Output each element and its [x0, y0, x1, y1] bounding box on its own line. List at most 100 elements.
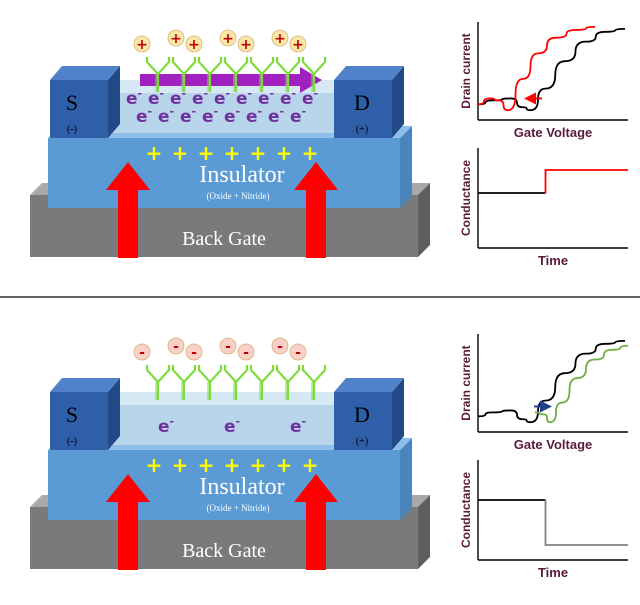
analyte-charge-sign: - [173, 339, 179, 355]
analyte-charge-sign: - [191, 345, 197, 361]
insulator-side [400, 126, 412, 208]
electron-symbol: e [290, 107, 302, 127]
analyte-charge-circle [271, 29, 289, 47]
gate-positive-charge: + [172, 141, 189, 165]
electron-icon: e- [158, 105, 174, 127]
analyte-charge-sign: - [139, 345, 145, 361]
electron-symbol: e [192, 89, 204, 109]
analyte-charge-circle [289, 35, 307, 53]
electron-icon: e- [224, 415, 240, 437]
electron-superscript: - [235, 415, 240, 428]
drain-electrode-side [392, 378, 404, 450]
electron-symbol: e [170, 89, 182, 109]
electron-symbol: e [258, 89, 270, 109]
antibody-arm-left [145, 57, 159, 75]
electron-superscript: - [191, 105, 196, 118]
gate-positive-charge: + [302, 453, 319, 477]
electron-icon: e- [268, 105, 284, 127]
electron-symbol: e [158, 107, 170, 127]
electron-icon: e- [202, 105, 218, 127]
analyte-charge-sign: - [225, 339, 231, 355]
graph-y-label: Drain current [459, 345, 473, 420]
analyte-charge-sign: + [188, 37, 200, 53]
semiconductor-channel [100, 93, 334, 133]
antibody-arm-left [223, 365, 237, 383]
electron-icon: e- [126, 87, 142, 109]
analyte-charge-circle [219, 29, 237, 47]
electron-symbol: e [224, 417, 236, 437]
electron-superscript: - [291, 87, 296, 100]
gate-positive-charge: + [172, 453, 189, 477]
analyte-charge-circle [185, 35, 203, 53]
back-gate-side [418, 495, 430, 569]
gate-positive-charge: + [198, 141, 215, 165]
antibody-arm-left [223, 57, 237, 75]
electron-symbol: e [302, 89, 314, 109]
gate-positive-charge: + [276, 141, 293, 165]
electron-symbol: e [180, 107, 192, 127]
electron-superscript: - [301, 415, 306, 428]
antibody-arm-right [261, 365, 275, 383]
gate-positive-charge: + [224, 141, 241, 165]
graph-series-line [477, 27, 626, 112]
electron-icon: e- [192, 87, 208, 109]
graph-x-label: Time [538, 565, 568, 580]
antibody-arm-left [249, 365, 263, 383]
gate-positive-charge: + [276, 453, 293, 477]
electron-symbol: e [126, 89, 138, 109]
antibody-icon [275, 57, 301, 92]
antibody-arm-left [171, 365, 185, 383]
antibody-arm-left [301, 57, 315, 75]
electron-superscript: - [169, 105, 174, 118]
electron-symbol: e [268, 107, 280, 127]
electron-superscript: - [279, 105, 284, 118]
analyte-charge-circle [167, 29, 185, 47]
antibody-arm-right [183, 57, 197, 75]
insulator-side [400, 438, 412, 520]
graph-series-line [544, 500, 628, 546]
source-label: S [66, 402, 78, 427]
electron-icon: e- [214, 87, 230, 109]
electron-icon: e- [180, 105, 196, 127]
electron-superscript: - [137, 87, 142, 100]
electron-icon: e- [148, 87, 164, 109]
electron-icon: e- [170, 87, 186, 109]
electron-symbol: e [148, 89, 160, 109]
back-gate-label: Back Gate [182, 228, 266, 250]
insulator-sublabel: (Oxide + Nitride) [206, 503, 269, 513]
field-arrow-left [106, 162, 150, 258]
graph-series-line [477, 339, 626, 424]
source-electrode-side [108, 378, 120, 450]
analyte-charge-sign: + [274, 31, 286, 47]
antibody-arm-right [235, 365, 249, 383]
electron-icon: e- [236, 87, 252, 109]
electron-icon: e- [290, 415, 306, 437]
antibody-arm-left [275, 365, 289, 383]
antibody-arm-right [287, 365, 301, 383]
antibody-arm-left [249, 57, 263, 75]
gate-positive-charge: + [146, 453, 163, 477]
antibody-icon [197, 57, 223, 92]
analyte-charge-circle [185, 343, 203, 361]
antibody-arm-right [157, 57, 171, 75]
electron-superscript: - [169, 415, 174, 428]
graph-y-label: Conductance [459, 160, 473, 236]
insulator-label: Insulator [199, 474, 284, 500]
field-arrow-right [294, 474, 338, 570]
electron-icon: e- [258, 87, 274, 109]
antibody-icon [249, 57, 275, 92]
antibody-arm-right [287, 57, 301, 75]
field-arrow-right [294, 162, 338, 258]
graph-y-label: Conductance [459, 472, 473, 548]
semiconductor-channel [100, 405, 334, 445]
gate-positive-charge: + [198, 453, 215, 477]
gate-positive-charge: + [302, 141, 319, 165]
field-arrow-left [106, 474, 150, 570]
analyte-charge-sign: - [243, 345, 249, 361]
antibody-icon [275, 365, 301, 400]
electron-superscript: - [301, 105, 306, 118]
analyte-charge-circle [271, 337, 289, 355]
electron-superscript: - [225, 87, 230, 100]
electron-icon: e- [280, 87, 296, 109]
